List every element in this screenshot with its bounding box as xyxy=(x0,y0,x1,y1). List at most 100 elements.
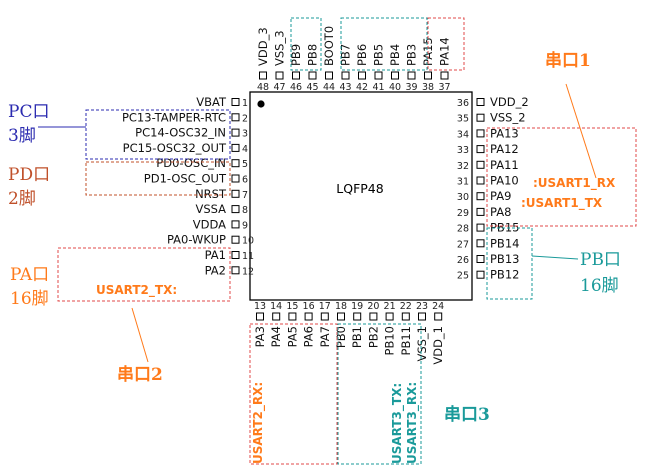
pin-number-bottom: 20 xyxy=(367,301,379,312)
pin-name-top: VDD_3 xyxy=(256,27,270,66)
pin-name-left: PC13-TAMPER-RTC xyxy=(122,110,226,124)
pin-name-top: PB9 xyxy=(289,44,303,66)
pin-pad-bottom xyxy=(418,312,426,321)
pin-name-bottom: PA4 xyxy=(269,326,283,347)
pc-pin-count: 3脚 xyxy=(8,126,36,146)
pin-pad-top xyxy=(308,71,317,80)
pin-name-right: VDD_2 xyxy=(490,95,529,109)
pin-name-right: PA10 xyxy=(490,174,519,188)
pin-name-left: PA1 xyxy=(205,248,226,262)
pin-pad-right xyxy=(476,223,485,232)
pin-pad-right xyxy=(476,207,485,216)
usart2-rx-label: USART2_RX: xyxy=(251,382,266,464)
pin-number-left: 8 xyxy=(242,205,248,216)
pin-pad-left xyxy=(231,189,240,198)
pin-name-bottom: PB0 xyxy=(334,326,348,348)
pin-number-left: 9 xyxy=(242,220,248,231)
pin-name-right: PB14 xyxy=(490,236,519,250)
pin-name-bottom: PB10 xyxy=(383,326,397,355)
pin-pad-bottom xyxy=(369,312,378,321)
pin-pad-bottom xyxy=(256,312,264,321)
pin-name-bottom: PA7 xyxy=(318,326,332,347)
pin-number-left: 3 xyxy=(242,129,248,140)
pa-top-box xyxy=(427,17,465,71)
pin-pad-right xyxy=(476,145,485,154)
pin-pad-bottom xyxy=(434,312,443,321)
pa-right-group-box xyxy=(486,127,637,227)
pin-name-left: PA2 xyxy=(205,263,226,277)
pin-number-top: 37 xyxy=(438,82,450,93)
pin-number-bottom: 18 xyxy=(335,301,347,312)
pin-number-left: 4 xyxy=(242,144,248,155)
serial1-label: 串口1 xyxy=(545,50,591,71)
pin-number-bottom: 13 xyxy=(254,301,266,312)
pin-name-bottom: PA3 xyxy=(253,326,267,347)
pin-name-left: PD0-OSC_IN xyxy=(156,156,226,170)
pin-name-left: PD1-OSC_OUT xyxy=(144,172,227,186)
pin-name-top: PB8 xyxy=(306,44,320,66)
pin-pad-left xyxy=(231,235,240,244)
pin-pad-right xyxy=(476,239,485,248)
pin-pad-top xyxy=(407,71,416,80)
pin-pad-right xyxy=(476,160,485,169)
pin-name-top: VSS_3 xyxy=(273,30,287,66)
pin-number-top: 45 xyxy=(306,82,318,93)
pin-name-left: VSSA xyxy=(195,202,226,216)
pin-name-top: PB7 xyxy=(339,44,353,66)
pin-name-left: NRST xyxy=(195,187,227,201)
pins-top: VDD_348VSS_347PB946PB845BOOT044PB743PB64… xyxy=(256,26,452,93)
pin-number-right: 32 xyxy=(457,161,469,172)
pin-pad-left xyxy=(231,251,240,259)
serial2-leader-line xyxy=(131,307,149,363)
pb-bottom-group-box xyxy=(337,323,422,465)
pin-name-right: PA13 xyxy=(490,126,519,140)
pin-pad-left xyxy=(231,128,240,137)
pin-number-right: 28 xyxy=(457,224,469,235)
pin-number-left: 1 xyxy=(242,98,248,109)
pin-name-right: PB12 xyxy=(490,268,519,282)
pins-bottom: 13PA314PA415PA516PA617PA718PB019PB120PB2… xyxy=(253,301,445,365)
pa-pin-count: 16脚 xyxy=(10,289,49,309)
pin-name-right: PA8 xyxy=(490,205,511,219)
pin-pad-top xyxy=(341,71,350,80)
pin-name-bottom: PA6 xyxy=(302,326,316,347)
pin-name-top: BOOT0 xyxy=(322,26,336,66)
usart3-tx-label: USART3_TX: xyxy=(390,383,405,464)
pin-name-top: PB5 xyxy=(372,44,386,66)
pin-number-top: 44 xyxy=(323,82,335,93)
pb-leader-line xyxy=(531,255,579,260)
pin-number-left: 10 xyxy=(242,236,254,247)
pb-port-label: PB口 xyxy=(580,250,621,270)
pin-number-top: 46 xyxy=(290,82,302,93)
pin-number-bottom: 17 xyxy=(319,301,331,312)
pin-name-top: PA14 xyxy=(438,37,452,66)
serial2-label: 串口2 xyxy=(117,364,163,385)
pin-number-right: 30 xyxy=(457,192,469,203)
pin-name-bottom: PB1 xyxy=(350,326,364,348)
pin-name-right: PB13 xyxy=(490,252,519,266)
pin-pad-top xyxy=(259,71,267,80)
pin-number-left: 12 xyxy=(242,266,254,277)
pin-number-top: 38 xyxy=(422,82,434,93)
pin-number-left: 6 xyxy=(242,175,248,186)
pin-number-bottom: 21 xyxy=(384,301,396,312)
pc-group-box xyxy=(85,109,231,160)
pin-pad-right xyxy=(476,113,485,122)
pin-name-right: PA12 xyxy=(490,142,519,156)
serial3-label: 串口3 xyxy=(444,404,490,425)
pb-pin-count: 16脚 xyxy=(580,276,619,296)
usart2-tx-label: USART2_TX: xyxy=(96,283,177,298)
pin-number-top: 39 xyxy=(405,82,417,93)
pin-pad-bottom xyxy=(288,312,297,321)
pin-number-bottom: 15 xyxy=(286,301,298,312)
pin-pad-left xyxy=(231,174,240,183)
pin-pad-top xyxy=(391,71,399,80)
pin-name-top: PB3 xyxy=(405,44,419,66)
pin-pad-top xyxy=(275,71,284,80)
pin-pad-right xyxy=(476,270,485,279)
pin-name-top: PB6 xyxy=(355,44,369,66)
pin-number-right: 26 xyxy=(457,255,469,266)
